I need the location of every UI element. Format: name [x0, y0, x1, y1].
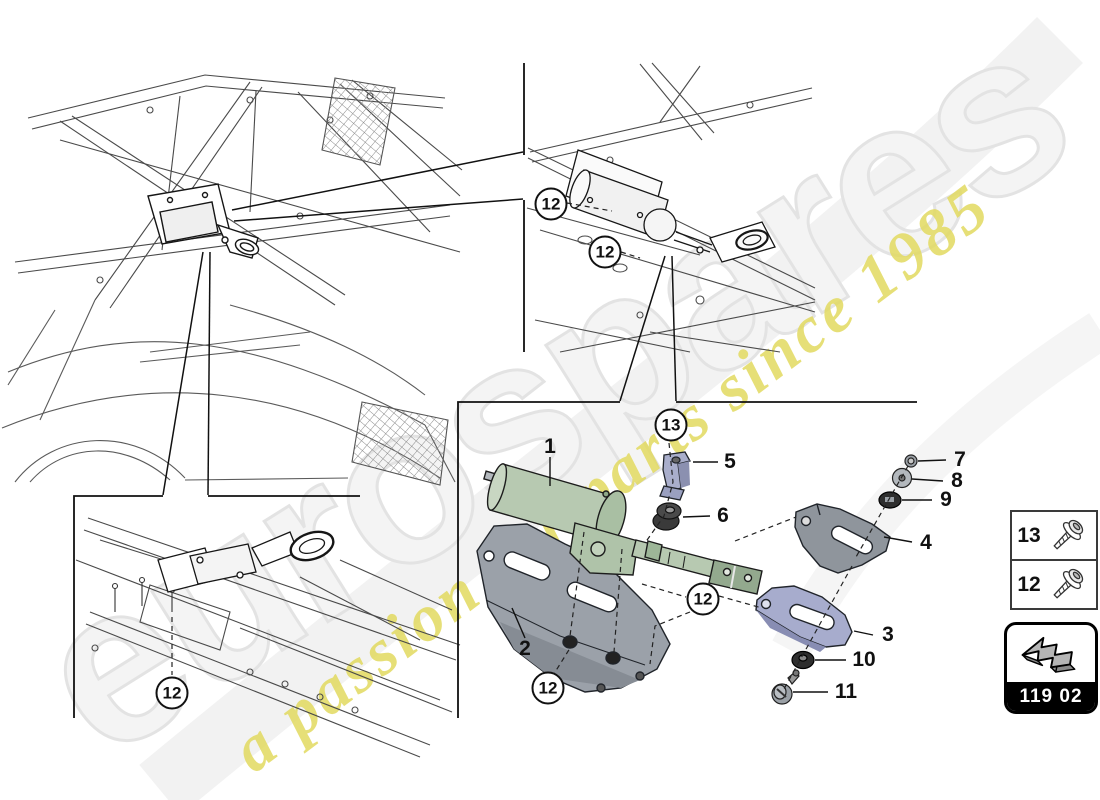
callout-circle-label: 12 [541, 194, 561, 213]
part-number-2: 2 [519, 637, 531, 660]
diagram-code: 119 02 [1007, 682, 1095, 711]
callout-circle-13: 13 [654, 408, 688, 442]
legend-number: 13 [1017, 523, 1041, 547]
front-grille-mesh [351, 401, 449, 486]
callout-circle-12: 12 [686, 582, 720, 616]
part-number-5: 5 [724, 450, 736, 473]
part-number-3: 3 [882, 623, 894, 646]
callout-circle-label: 12 [693, 589, 713, 608]
part-number-10: 10 [852, 648, 876, 671]
part-number-8: 8 [951, 469, 963, 492]
callout-circle-label: 12 [538, 678, 558, 697]
part-number-6: 6 [717, 504, 729, 527]
part-7-nut [904, 454, 918, 468]
part-4-support-arm [794, 503, 891, 574]
part-9-grommet [878, 491, 902, 509]
legend-number: 12 [1017, 572, 1041, 596]
part-8-washer [891, 467, 913, 489]
part-6-rubber-bushing [652, 502, 682, 531]
callout-circle-label: 13 [661, 415, 681, 434]
part-number-4: 4 [920, 531, 932, 554]
part-3-support-arm [755, 585, 853, 652]
view-top-right-detail [523, 62, 816, 402]
callout-circle-12: 12 [155, 676, 189, 710]
view-bottom-left-detail [73, 495, 461, 758]
callout-circle-12: 12 [588, 235, 622, 269]
diagram-code-box: 119 02 [1004, 622, 1098, 714]
callout-circle-12: 12 [534, 187, 568, 221]
callout-circle-label: 12 [162, 683, 182, 702]
part-number-1: 1 [544, 435, 556, 458]
view-top-left-chassis [1, 74, 524, 496]
callout-circle-12: 12 [531, 671, 565, 705]
flange-screw-icon [1053, 519, 1084, 550]
part-number-11: 11 [834, 680, 858, 703]
legend-row: 13 [1012, 512, 1096, 559]
legend-row: 12 [1012, 559, 1096, 608]
callout-circle-label: 12 [595, 242, 615, 261]
fastener-legend: 13 12 [1010, 510, 1098, 610]
part-number-9: 9 [940, 488, 952, 511]
arrow-area [1007, 625, 1095, 682]
flange-screw-icon [1053, 568, 1084, 599]
part-5-clamp-bracket [659, 451, 691, 501]
back-arrow-icon [1021, 636, 1076, 673]
